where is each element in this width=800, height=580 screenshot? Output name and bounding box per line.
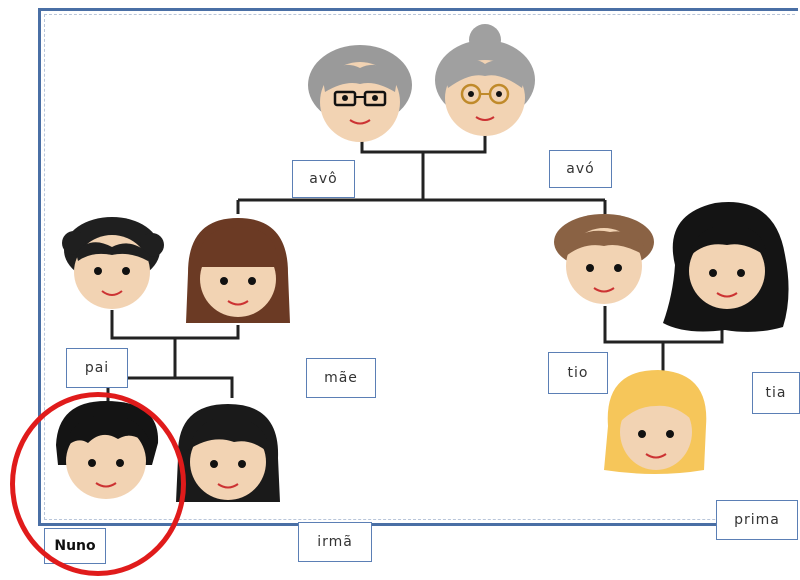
label-tia: tia bbox=[752, 372, 800, 414]
cousin-face bbox=[596, 366, 714, 476]
grandmother-face bbox=[430, 22, 540, 142]
sister-face bbox=[168, 398, 286, 508]
aunt-face bbox=[655, 195, 795, 337]
uncle-face bbox=[550, 210, 658, 310]
label-tio: tio bbox=[548, 352, 608, 394]
grandfather-face bbox=[305, 40, 415, 150]
label-mae: mãe bbox=[306, 358, 376, 398]
siblings-bar bbox=[106, 376, 234, 405]
label-irma: irmã bbox=[298, 522, 372, 562]
label-prima: prima bbox=[716, 500, 798, 540]
father-face bbox=[60, 215, 165, 315]
mother-face bbox=[178, 213, 298, 331]
label-avo-grandmother: avó bbox=[549, 150, 612, 188]
label-pai: pai bbox=[66, 348, 128, 388]
label-avo-grandfather: avô bbox=[292, 160, 355, 198]
nuno-highlight-circle bbox=[10, 392, 186, 576]
